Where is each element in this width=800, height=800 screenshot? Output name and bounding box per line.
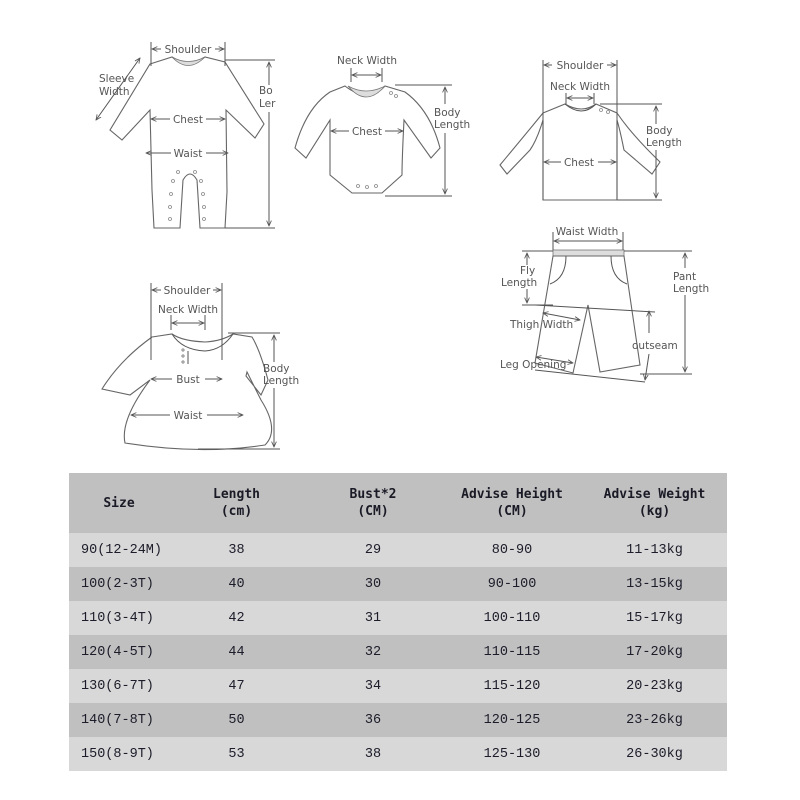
table-row: 140(7-8T) 50 36 120-125 23-26kg [69,703,727,737]
cell-bust: 30 [304,567,442,601]
romper-chest-label: Chest [173,114,203,126]
cell-height: 90-100 [442,567,582,601]
romper-waist-label: Waist [174,148,203,160]
romper-sleeve-label-2: Width [99,86,130,98]
bodysuit-diagram: Neck Width Chest Body Length [294,55,470,197]
cell-bust: 38 [304,737,442,771]
romper-diagram: Shoulder Sleeve Width Chest Waist Bo Ler [96,42,276,229]
cell-size: 130(6-7T) [69,669,169,703]
cell-height: 110-115 [442,635,582,669]
cell-size: 120(4-5T) [69,635,169,669]
cell-length: 47 [169,669,304,703]
pants-leg-opening-label: Leg Opening [500,359,566,371]
header-advise-height: Advise Height(CM) [442,473,582,533]
dress-bust-label: Bust [176,374,199,386]
cell-height: 120-125 [442,703,582,737]
header-advise-weight: Advise Weight(kg) [582,473,727,533]
header-length: Length(cm) [169,473,304,533]
cell-weight: 23-26kg [582,703,727,737]
dress-diagram: Shoulder Neck Width Bust Waist Body Leng… [101,283,299,451]
table-row: 100(2-3T) 40 30 90-100 13-15kg [69,567,727,601]
cell-height: 115-120 [442,669,582,703]
cell-length: 50 [169,703,304,737]
table-header-row: Size Length(cm) Bust*2(CM) Advise Height… [69,473,727,533]
dress-waist-label: Waist [174,410,203,422]
dress-body-length-label-2: Length [263,375,299,387]
top-body-length-label-2: Length [646,137,682,149]
header-size: Size [69,473,169,533]
table-row: 130(6-7T) 47 34 115-120 20-23kg [69,669,727,703]
cell-height: 100-110 [442,601,582,635]
top-shoulder-label: Shoulder [557,60,604,72]
cell-height: 125-130 [442,737,582,771]
cell-length: 40 [169,567,304,601]
cell-length: 53 [169,737,304,771]
pants-thigh-width-label: Thigh Width [509,319,573,331]
cell-bust: 36 [304,703,442,737]
header-bust: Bust*2(CM) [304,473,442,533]
cell-bust: 32 [304,635,442,669]
pants-pant-length-label-1: Pant [673,271,696,283]
cell-bust: 34 [304,669,442,703]
bodysuit-body-length-label-1: Body [434,107,461,119]
romper-sleeve-label-1: Sleeve [99,73,134,85]
cell-size: 90(12-24M) [69,533,169,567]
cell-bust: 29 [304,533,442,567]
cell-size: 110(3-4T) [69,601,169,635]
top-body-length-label-1: Body [646,125,673,137]
table-row: 90(12-24M) 38 29 80-90 11-13kg [69,533,727,567]
size-chart-table: Size Length(cm) Bust*2(CM) Advise Height… [69,473,727,771]
top-chest-label: Chest [564,157,594,169]
romper-body-length-label-1: Bo [259,85,273,97]
cell-size: 100(2-3T) [69,567,169,601]
cell-weight: 20-23kg [582,669,727,703]
pants-diagram: Waist Width Fly Length Pant Length Thigh… [500,226,709,383]
pants-fly-length-label-1: Fly [520,265,535,277]
cell-weight: 15-17kg [582,601,727,635]
top-diagram: Shoulder Neck Width Chest Body Length [499,60,682,201]
table-row: 150(8-9T) 53 38 125-130 26-30kg [69,737,727,771]
pants-waist-width-label: Waist Width [556,226,619,238]
cell-height: 80-90 [442,533,582,567]
table-row: 120(4-5T) 44 32 110-115 17-20kg [69,635,727,669]
romper-shoulder-label: Shoulder [165,44,212,56]
cell-weight: 26-30kg [582,737,727,771]
cell-weight: 13-15kg [582,567,727,601]
top-neck-width-label: Neck Width [550,81,610,93]
cell-size: 150(8-9T) [69,737,169,771]
cell-length: 42 [169,601,304,635]
pants-pant-length-label-2: Length [673,283,709,295]
bodysuit-neck-width-label: Neck Width [337,55,397,67]
cell-weight: 17-20kg [582,635,727,669]
bodysuit-chest-label: Chest [352,126,382,138]
table-row: 110(3-4T) 42 31 100-110 15-17kg [69,601,727,635]
pants-fly-length-label-2: Length [501,277,537,289]
cell-size: 140(7-8T) [69,703,169,737]
dress-neck-width-label: Neck Width [158,304,218,316]
bodysuit-body-length-label-2: Length [434,119,470,131]
romper-body-length-label-2: Ler [259,98,276,110]
dress-body-length-label-1: Body [263,363,290,375]
pants-outseam-label: outseam [632,340,678,352]
cell-weight: 11-13kg [582,533,727,567]
dress-shoulder-label: Shoulder [164,285,211,297]
cell-length: 44 [169,635,304,669]
measurement-diagrams: Shoulder Sleeve Width Chest Waist Bo Ler… [0,42,709,451]
cell-length: 38 [169,533,304,567]
cell-bust: 31 [304,601,442,635]
